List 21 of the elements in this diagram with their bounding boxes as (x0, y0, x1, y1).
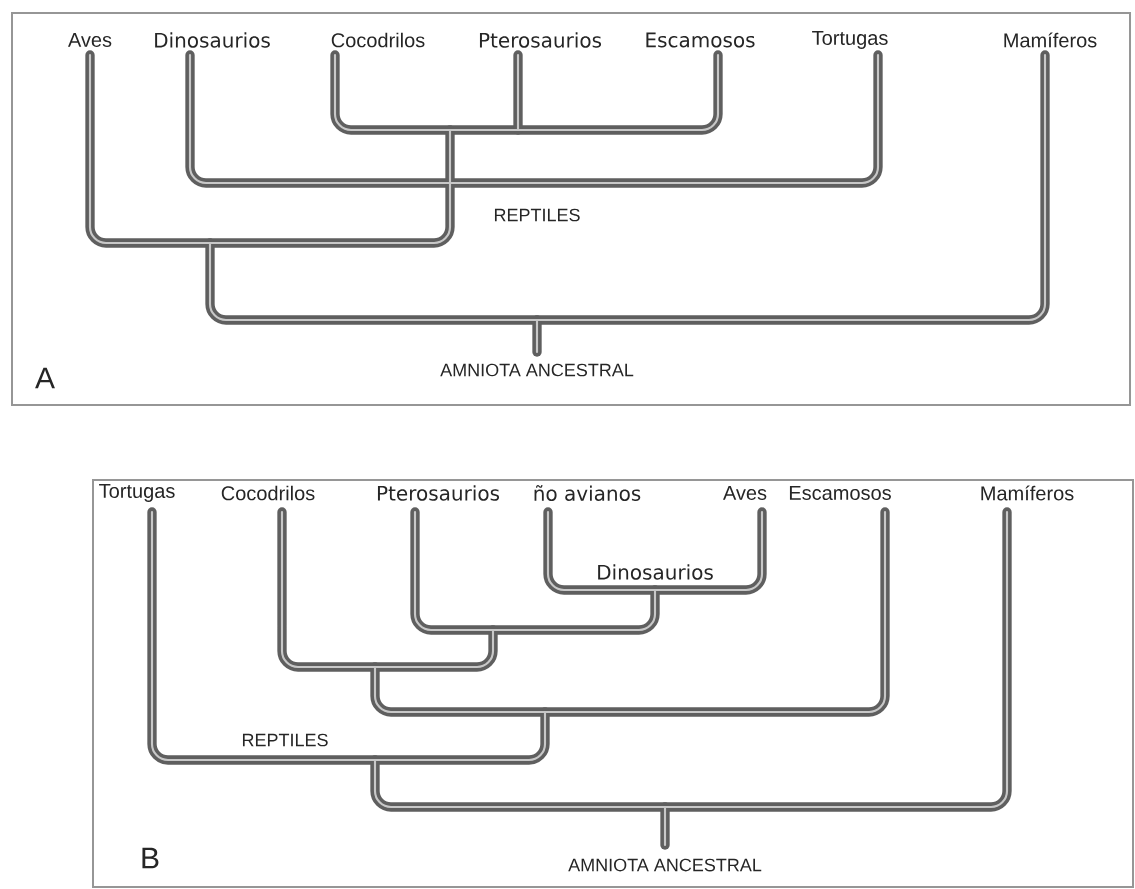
clade-label: REPTILES (495, 208, 580, 222)
taxon-label: Pterosaurios (377, 485, 500, 501)
taxon-label: Tortugas (99, 484, 175, 502)
clade-label: Dinosaurios (598, 564, 713, 580)
root-label: AMNIOTA ANCESTRAL (568, 858, 762, 872)
taxon-label: Cocodrilos (331, 32, 425, 48)
root-label: AMNIOTA ANCESTRAL (440, 363, 634, 377)
taxon-label: Dinosaurios (155, 32, 270, 48)
panel-letter: B (142, 847, 159, 869)
clade-label: REPTILES (242, 733, 328, 747)
taxon-label: Aves (723, 486, 767, 500)
taxon-label: Escamosos (646, 32, 755, 48)
panel-letter: A (35, 367, 55, 389)
taxon-label: Cocodrilos (221, 485, 315, 501)
taxon-label: Mamíferos (1004, 32, 1097, 48)
taxon-label: ño avianos (534, 485, 641, 501)
taxon-label: Mamíferos (981, 485, 1074, 501)
taxon-label: Escamosos (789, 486, 891, 500)
taxon-label: Tortugas (812, 31, 888, 49)
taxon-label: Pterosaurios (479, 32, 602, 48)
taxon-label: Aves (68, 33, 112, 47)
